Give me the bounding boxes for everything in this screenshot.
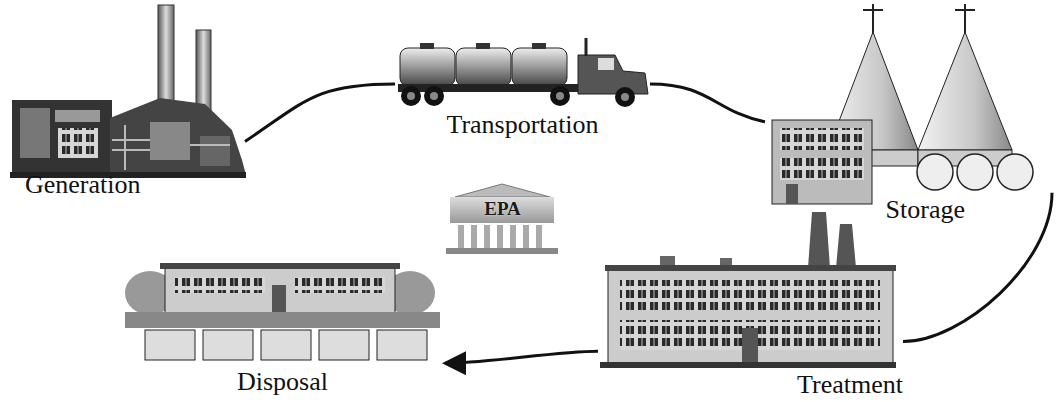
disposal-site [125, 263, 440, 360]
power-plant [10, 5, 246, 178]
flow-line [245, 84, 395, 142]
station-node: Storage [765, 10, 1052, 225]
station-label: Transportation [446, 110, 598, 140]
agency-node: EPA [440, 185, 565, 255]
station-label: Disposal [237, 367, 328, 397]
flow-line [650, 84, 765, 122]
station-label: Treatment [797, 370, 903, 400]
agency-label: EPA [484, 197, 521, 221]
treatment-plant [600, 212, 896, 368]
station-node: Disposal [120, 262, 445, 397]
station-node: Transportation [395, 38, 650, 140]
station-node: Treatment [598, 205, 903, 400]
station-label: Storage [886, 195, 965, 225]
station-node: Generation [10, 5, 245, 200]
storage-facility [772, 4, 1033, 204]
station-label: Generation [25, 170, 141, 200]
tanker-truck [398, 38, 648, 107]
epa-temple [446, 184, 558, 254]
flow-arrow [445, 351, 598, 363]
